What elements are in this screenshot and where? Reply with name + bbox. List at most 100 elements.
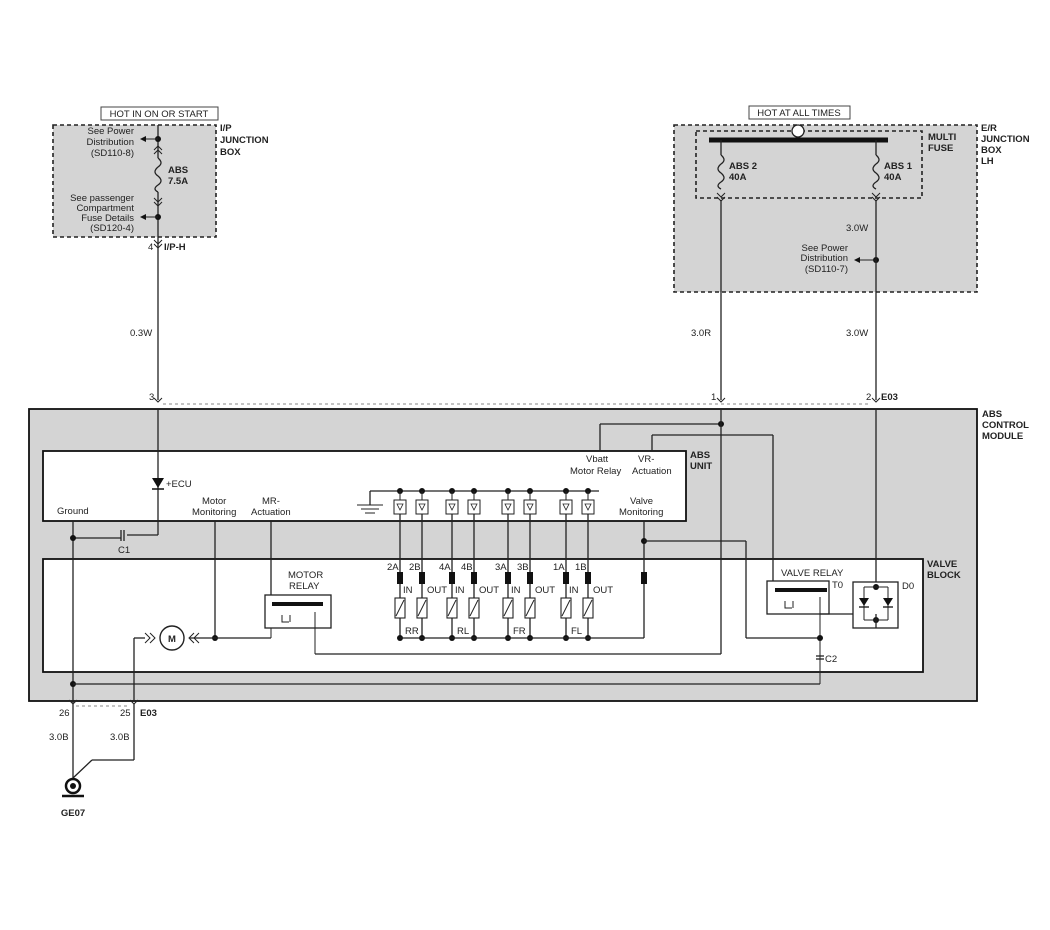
vr-act-1: VR-: [638, 454, 654, 465]
pin-25-label: 25: [120, 708, 131, 719]
valve-connector-4B: [471, 572, 477, 584]
wire-30r-label: 3.0R: [691, 328, 711, 339]
abs-module-1: ABS: [982, 409, 1002, 420]
valve-io-label: OUT: [593, 585, 613, 596]
c2-label: C2: [825, 654, 837, 665]
wire-30b-2: 3.0B: [110, 732, 130, 743]
pin-26-label: 26: [59, 708, 70, 719]
see-power-2c: (SD110-7): [805, 264, 848, 275]
motor-relay: MOTOR RELAY: [215, 570, 721, 655]
valve-pin-label: 3A: [495, 562, 507, 573]
wheel-label: RL: [457, 626, 469, 637]
ground-label: Ground: [57, 506, 89, 517]
diode-d0: D0: [852, 409, 914, 629]
valve-pin-label: 1B: [575, 562, 587, 573]
wire-30b-1: 3.0B: [49, 732, 69, 743]
conn-e03-b-label: E03: [140, 708, 157, 719]
mr-act-1: MR-: [262, 496, 280, 507]
valve-mon-2: Monitoring: [619, 507, 663, 518]
see-pass-a: See passenger: [70, 193, 134, 204]
valve-diode-4A: [445, 499, 459, 515]
ge07-label: GE07: [61, 808, 85, 819]
motor-mon-1: Motor: [202, 496, 226, 507]
valve-pin-label: 3B: [517, 562, 529, 573]
valve-pin-label: 2B: [409, 562, 421, 573]
valve-diode-1A: [559, 499, 573, 515]
fuse-abs1-label: ABS 1: [884, 161, 913, 172]
multi-fuse-2: FUSE: [928, 143, 953, 154]
valve-pin-label: 4A: [439, 562, 451, 573]
wheel-label: FR: [513, 626, 526, 637]
hot-all-label: HOT AT ALL TIMES: [757, 108, 840, 119]
see-power-1a: See Power: [88, 126, 134, 137]
abs-unit-2: UNIT: [690, 461, 712, 472]
ground-point-ge07: GE07: [61, 777, 85, 819]
valve-diode-2B: [415, 499, 429, 515]
see-power-1b: Distribution: [86, 137, 134, 148]
er-jbox-4: LH: [981, 156, 994, 167]
multi-fuse-1: MULTI: [928, 132, 956, 143]
wheel-label: RR: [405, 626, 419, 637]
abs-module-2: CONTROL: [982, 420, 1029, 431]
abs-module-3: MODULE: [982, 431, 1023, 442]
valve-io-label: IN: [569, 585, 579, 596]
valve-io-label: IN: [511, 585, 521, 596]
valve-pin-label: 1A: [553, 562, 565, 573]
er-jbox-3: BOX: [981, 145, 1002, 156]
valve-connector-1A: [563, 572, 569, 584]
fuse-abs-label: ABS: [168, 165, 188, 176]
valve-connector-1B: [585, 572, 591, 584]
valve-connector-2A: [397, 572, 403, 584]
see-power-2b: Distribution: [800, 253, 848, 264]
valve-diode-4B: [467, 499, 481, 515]
valve-connector-3B: [527, 572, 533, 584]
fuse-abs2-label: ABS 2: [729, 161, 757, 172]
pin-2-label: 2: [866, 392, 871, 403]
wire-30w-label: 3.0W: [846, 328, 868, 339]
conn-iph-label: I/P-H: [164, 242, 186, 253]
fuse-abs1-rating: 40A: [884, 172, 902, 183]
valve-io-label: IN: [455, 585, 465, 596]
pin-4-label: 4: [148, 242, 153, 253]
vbatt-2: Motor Relay: [570, 466, 621, 477]
c1-label: C1: [118, 545, 130, 556]
ip-jbox-label-1: I/P: [220, 123, 232, 134]
er-jbox-2: JUNCTION: [981, 134, 1030, 145]
motor-relay-1: MOTOR: [288, 570, 323, 581]
see-pass-c: Fuse Details: [81, 213, 134, 224]
valve-io-label: OUT: [479, 585, 499, 596]
hot-in-on-label: HOT IN ON OR START: [110, 109, 209, 120]
t0-label: T0: [832, 580, 843, 591]
ip-jbox-label-2: JUNCTION: [220, 135, 269, 146]
ip-jbox-label-3: BOX: [220, 147, 241, 158]
abs-unit-1: ABS: [690, 450, 710, 461]
fuse-abs-rating: 7.5A: [168, 176, 188, 187]
pin-3-label: 3: [149, 392, 154, 403]
abs-control-module: ABS CONTROL MODULE ABS UNIT VALVE BLOCK: [28, 408, 1029, 702]
pin-1-label: 1: [711, 392, 716, 403]
see-power-2a: See Power: [802, 243, 848, 254]
wheel-label: FL: [571, 626, 582, 637]
valve-relay-label: VALVE RELAY: [781, 568, 844, 579]
valve-block-1: VALVE: [927, 559, 957, 570]
motor-relay-2: RELAY: [289, 581, 320, 592]
conn-e03-label: E03: [881, 392, 898, 403]
motor-mon-2: Monitoring: [192, 507, 236, 518]
vr-act-2: Actuation: [632, 466, 672, 477]
vbatt-1: Vbatt: [586, 454, 609, 465]
valve-connector-3A: [505, 572, 511, 584]
valve-diode-3A: [501, 499, 515, 515]
ecu-label: +ECU: [166, 479, 192, 490]
valve-pin-label: 4B: [461, 562, 473, 573]
valve-pin-label: 2A: [387, 562, 399, 573]
valve-io-label: OUT: [535, 585, 555, 596]
valve-diode-2A: [393, 499, 407, 515]
motor-m-label: M: [168, 634, 176, 645]
pump-motor: M: [133, 625, 215, 700]
mr-act-2: Actuation: [251, 507, 291, 518]
valve-relay: VALVE RELAY T0 C2: [766, 568, 876, 684]
valve-block-2: BLOCK: [927, 570, 961, 581]
d0-label: D0: [902, 581, 914, 592]
